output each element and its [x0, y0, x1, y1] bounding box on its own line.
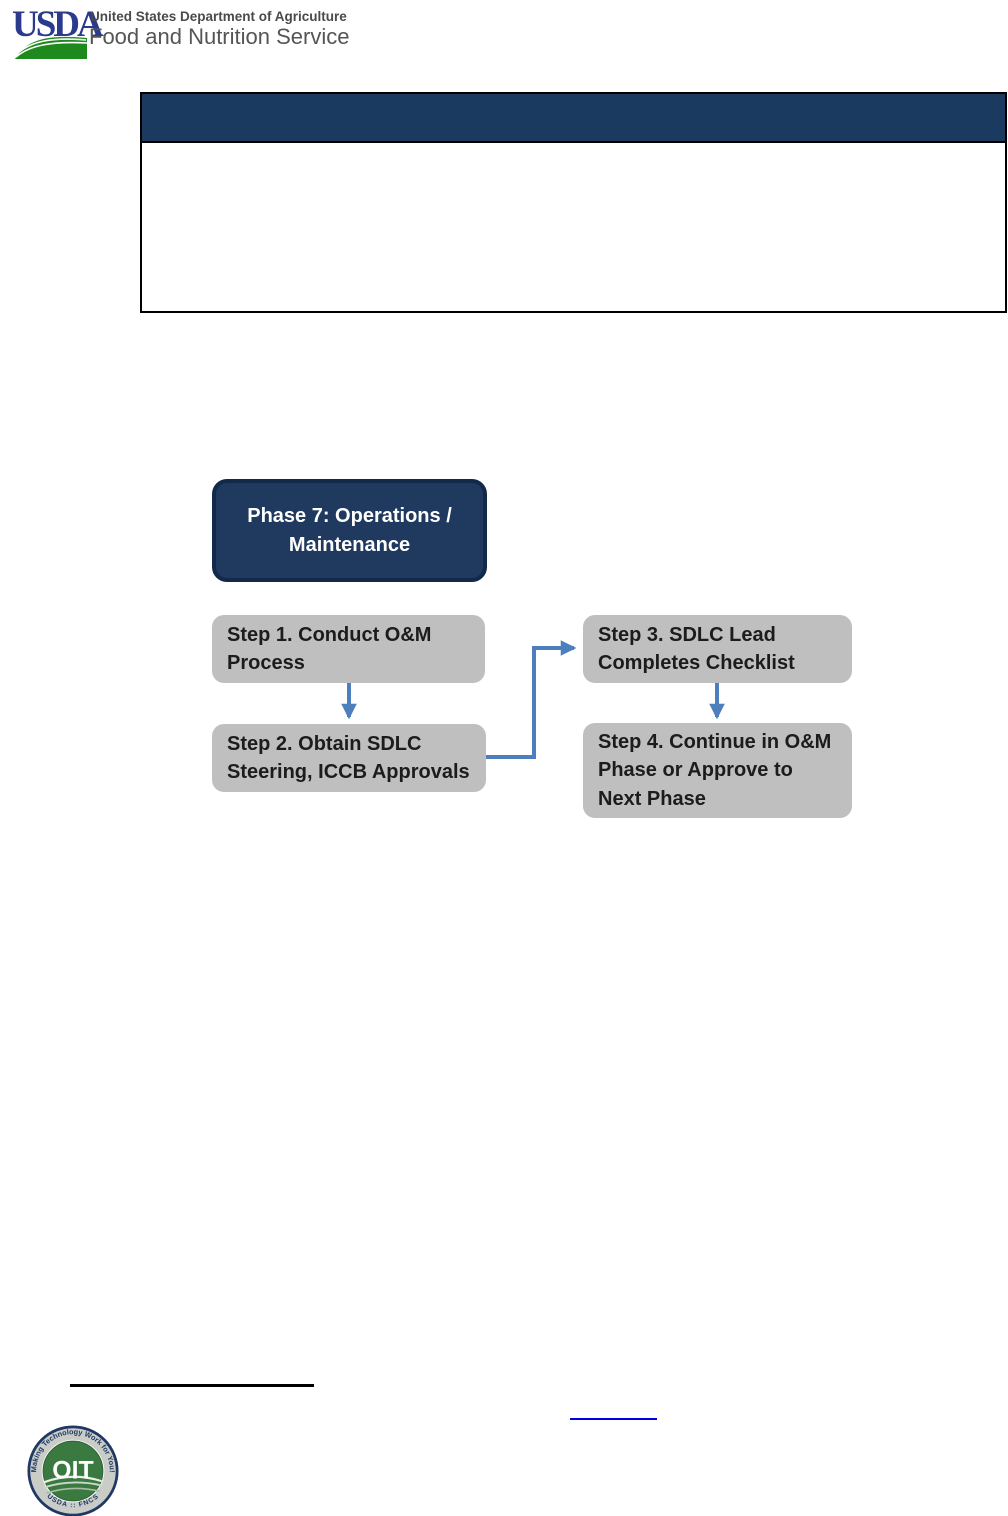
usda-swoosh-icon: [15, 36, 88, 59]
step1-line2: Process: [227, 652, 305, 674]
footnote-hyperlink[interactable]: [570, 1418, 657, 1420]
step3-line2: Completes Checklist: [598, 652, 795, 674]
arrow-step2-to-step3: [486, 640, 577, 759]
oit-swoosh-line-3: [46, 1487, 100, 1494]
step2-line2: Steering, ICCB Approvals: [227, 761, 470, 783]
step3-line1: Step 3. SDLC Lead: [598, 623, 776, 646]
phase-title-box: Phase 7: Operations / Maintenance: [212, 479, 487, 582]
footnote-separator: [70, 1384, 314, 1387]
step4-line2: Phase or Approve to: [598, 759, 793, 782]
department-name: United States Department of Agriculture: [90, 9, 347, 24]
step2-line1: Step 2. Obtain SDLC: [227, 732, 422, 755]
flow-step-4: Step 4. Continue in O&M Phase or Approve…: [583, 723, 852, 818]
step4-line3: Next Phase: [598, 787, 706, 810]
phase-title-line2: Maintenance: [288, 533, 411, 556]
oit-center-text: OIT: [52, 1457, 93, 1484]
agency-name: Food and Nutrition Service: [89, 24, 350, 49]
document-info-titlebar: [142, 94, 1005, 143]
step4-line1: Step 4. Continue in O&M: [598, 730, 832, 753]
flow-step-2: Step 2. Obtain SDLC Steering, ICCB Appro…: [212, 724, 486, 792]
document-info-box: [140, 92, 1007, 313]
phase-title-line1: Phase 7: Operations /: [247, 504, 452, 527]
flow-step-3: Step 3. SDLC Lead Completes Checklist: [583, 615, 852, 683]
oit-seal-logo: OIT Making Technology Work for You! USDA…: [27, 1425, 119, 1516]
oit-swoosh-line-1: [44, 1475, 102, 1484]
step1-line1: Step 1. Conduct O&M: [227, 623, 432, 646]
oit-swoosh-line-2: [43, 1481, 103, 1489]
flow-step-1: Step 1. Conduct O&M Process: [212, 615, 485, 683]
